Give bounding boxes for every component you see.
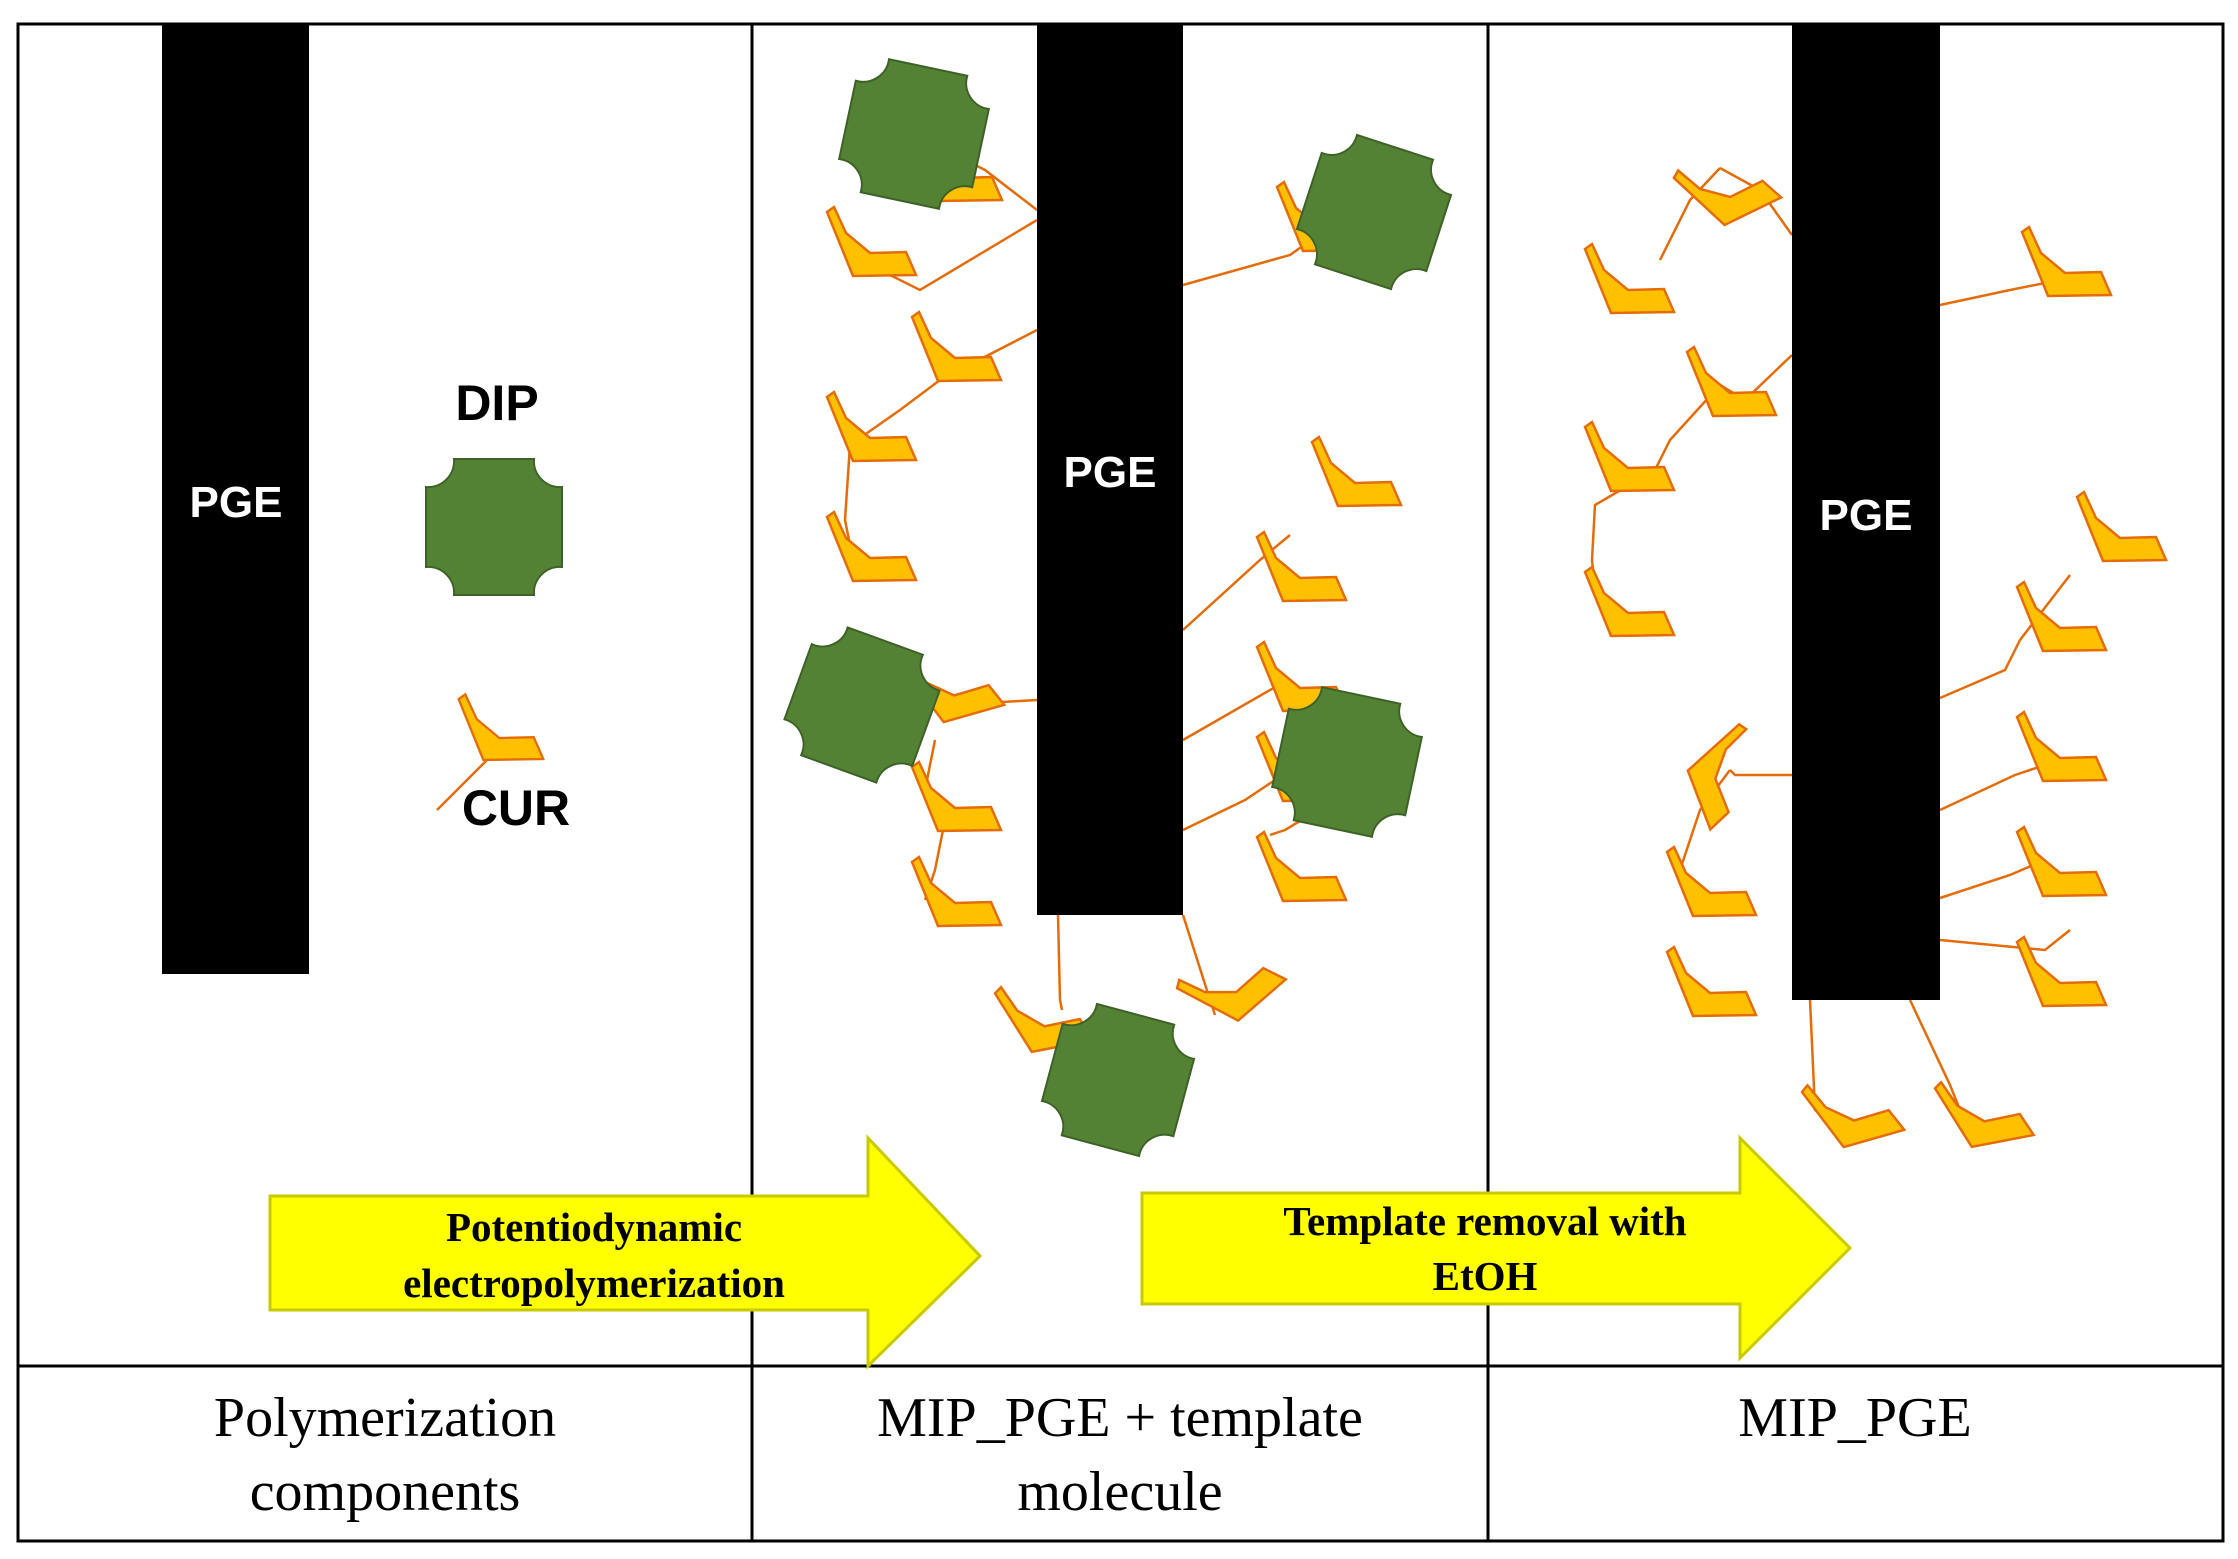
panel-components: PGE DIP CUR bbox=[162, 24, 570, 974]
panel-mip: PGE bbox=[1583, 24, 2168, 1156]
panel-mip-with-template: PGE bbox=[773, 24, 1461, 1165]
caption-panel-3-line1: MIP_PGE bbox=[1738, 1387, 1971, 1449]
arrow-2-label-line2: EtOH bbox=[1433, 1253, 1538, 1299]
cur-legend-link bbox=[436, 759, 488, 811]
arrow-1-label-line1: Potentiodynamic bbox=[446, 1204, 742, 1250]
caption-panel-2-line1: MIP_PGE + template bbox=[877, 1387, 1363, 1449]
caption-panel-2-line2: molecule bbox=[1017, 1461, 1222, 1523]
caption-panel-1-line1: Polymerization bbox=[214, 1387, 556, 1449]
cur-legend-label: CUR bbox=[462, 780, 570, 836]
pge-label: PGE bbox=[1064, 448, 1157, 497]
pge-electrode bbox=[1792, 24, 1940, 1000]
arrow-labels: Potentiodynamic electropolymerization Te… bbox=[403, 1198, 1687, 1306]
process-arrow-2 bbox=[1140, 1134, 1853, 1362]
pge-electrode bbox=[162, 24, 309, 974]
arrow-2-label-line1: Template removal with bbox=[1283, 1198, 1686, 1244]
arrow-1-label-line2: electropolymerization bbox=[403, 1260, 785, 1306]
dip-legend-label: DIP bbox=[455, 375, 538, 431]
cur-legend-monomer bbox=[457, 693, 545, 762]
pge-label: PGE bbox=[190, 478, 283, 527]
process-arrow-1 bbox=[268, 1134, 983, 1370]
caption-panel-1-line2: components bbox=[250, 1461, 521, 1523]
pge-electrode bbox=[1037, 24, 1183, 915]
panel-captions: Polymerization components MIP_PGE + temp… bbox=[214, 1387, 1972, 1523]
pge-label: PGE bbox=[1820, 491, 1913, 540]
dip-legend-molecule bbox=[425, 458, 563, 596]
